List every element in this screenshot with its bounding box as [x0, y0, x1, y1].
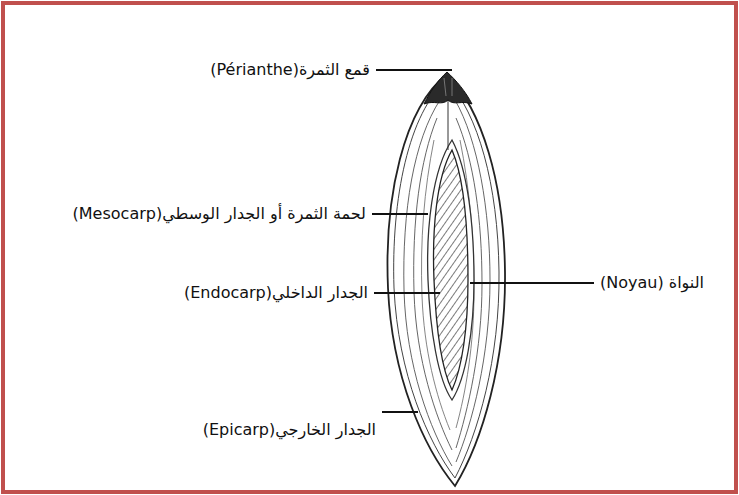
part-label: قمع الثمرة(Périanthe) [210, 60, 370, 79]
part-label: الجدار الخارجي(Epicarp) [203, 420, 376, 439]
part-label: النواة (Noyau) [600, 273, 704, 292]
part-label: الجدار الداخلي(Endocarp) [184, 283, 368, 302]
part-label: لحمة الثمرة أو الجدار الوسطي(Mesocarp) [73, 204, 366, 223]
